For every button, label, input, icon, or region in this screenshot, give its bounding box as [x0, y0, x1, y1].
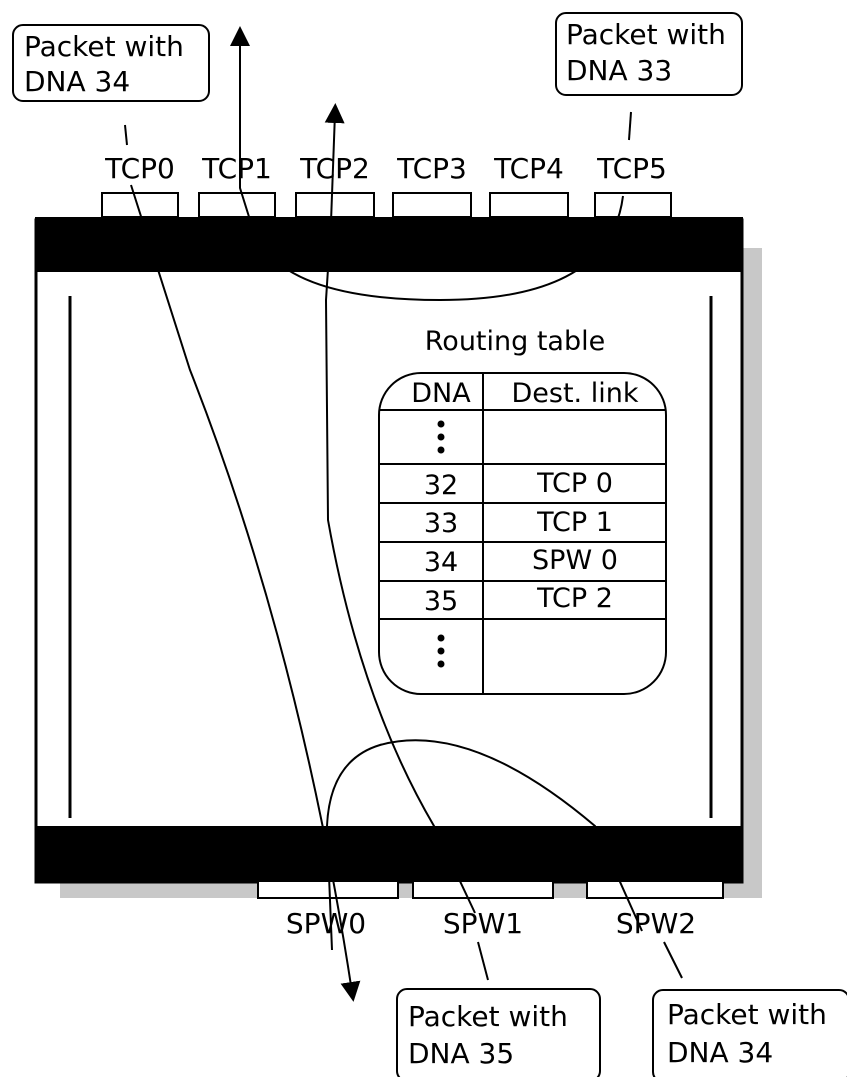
packet-top-right-line1: Packet with [566, 18, 726, 51]
routing-row-dna: 35 [424, 586, 458, 617]
routing-row-dna: 33 [424, 508, 458, 539]
tcp3-connector [392, 192, 472, 218]
routing-row-dest: SPW 0 [532, 545, 618, 576]
packet-box-bottom-right [652, 989, 847, 1077]
spw0-connector [257, 880, 399, 899]
packet-box-bottom-mid [396, 988, 601, 1077]
routing-row-dna: 34 [424, 547, 458, 578]
port-label-tcp0: TCP0 [104, 152, 175, 185]
router-shadow [742, 248, 762, 888]
ellipsis-dot [437, 433, 445, 441]
routing-row-dest: TCP 0 [536, 468, 613, 499]
path-dna34-tcp0-to-spw0 [130, 184, 361, 1002]
packet-bottom-right-line2: DNA 34 [667, 1036, 773, 1069]
tcp2-connector [295, 192, 375, 218]
routing-row-dest: TCP 2 [536, 583, 613, 614]
routing-table-header-dest: Dest. link [512, 378, 639, 409]
spw1-connector [412, 880, 554, 899]
path-dna33-tcp5-to-tcp1 [230, 26, 624, 302]
tcp4-connector [489, 192, 569, 218]
tcp1-connector [198, 192, 276, 218]
tcp5-connector [594, 192, 672, 218]
router-bottom-bar [35, 826, 743, 881]
leader-top-left [124, 124, 128, 146]
packet-box-top-right [555, 12, 743, 96]
port-label-tcp5: TCP5 [596, 152, 667, 185]
ellipsis-dot [437, 660, 445, 668]
leader-top-right [628, 111, 632, 141]
ellipsis-dot [437, 420, 445, 428]
ellipsis-dot [437, 634, 445, 642]
leader-bottom-right [663, 941, 683, 979]
port-label-tcp2: TCP2 [299, 152, 370, 185]
router-top-bar [35, 217, 743, 272]
ellipsis-dot [437, 647, 445, 655]
routing-row-dna: 32 [424, 470, 458, 501]
routing-table-title: Routing table [425, 326, 605, 357]
routing-row-dest: TCP 1 [536, 507, 613, 538]
leader-bottom-mid [477, 941, 489, 981]
routing-table [378, 372, 667, 695]
packet-bottom-mid-line2: DNA 35 [408, 1037, 514, 1070]
packet-bottom-right-line1: Packet with [667, 998, 827, 1031]
path-dna35-spw1-to-tcp2 [324, 103, 476, 914]
packet-top-left-line1: Packet with [24, 30, 184, 63]
port-label-tcp4: TCP4 [493, 152, 564, 185]
port-label-tcp3: TCP3 [396, 152, 467, 185]
port-label-spw0: SPW0 [286, 907, 366, 940]
path-dna34-spw2-to-spw0 [325, 739, 643, 951]
packet-box-top-left [12, 24, 210, 102]
packet-bottom-mid-line1: Packet with [408, 1000, 568, 1033]
port-label-tcp1: TCP1 [201, 152, 272, 185]
ellipsis-dot [437, 446, 445, 454]
port-label-spw2: SPW2 [616, 907, 696, 940]
packet-top-right-line2: DNA 33 [566, 54, 672, 87]
routing-table-header-dna: DNA [411, 378, 471, 409]
packet-top-left-line2: DNA 34 [24, 65, 130, 98]
port-label-spw1: SPW1 [443, 907, 523, 940]
spw2-connector [586, 880, 724, 899]
